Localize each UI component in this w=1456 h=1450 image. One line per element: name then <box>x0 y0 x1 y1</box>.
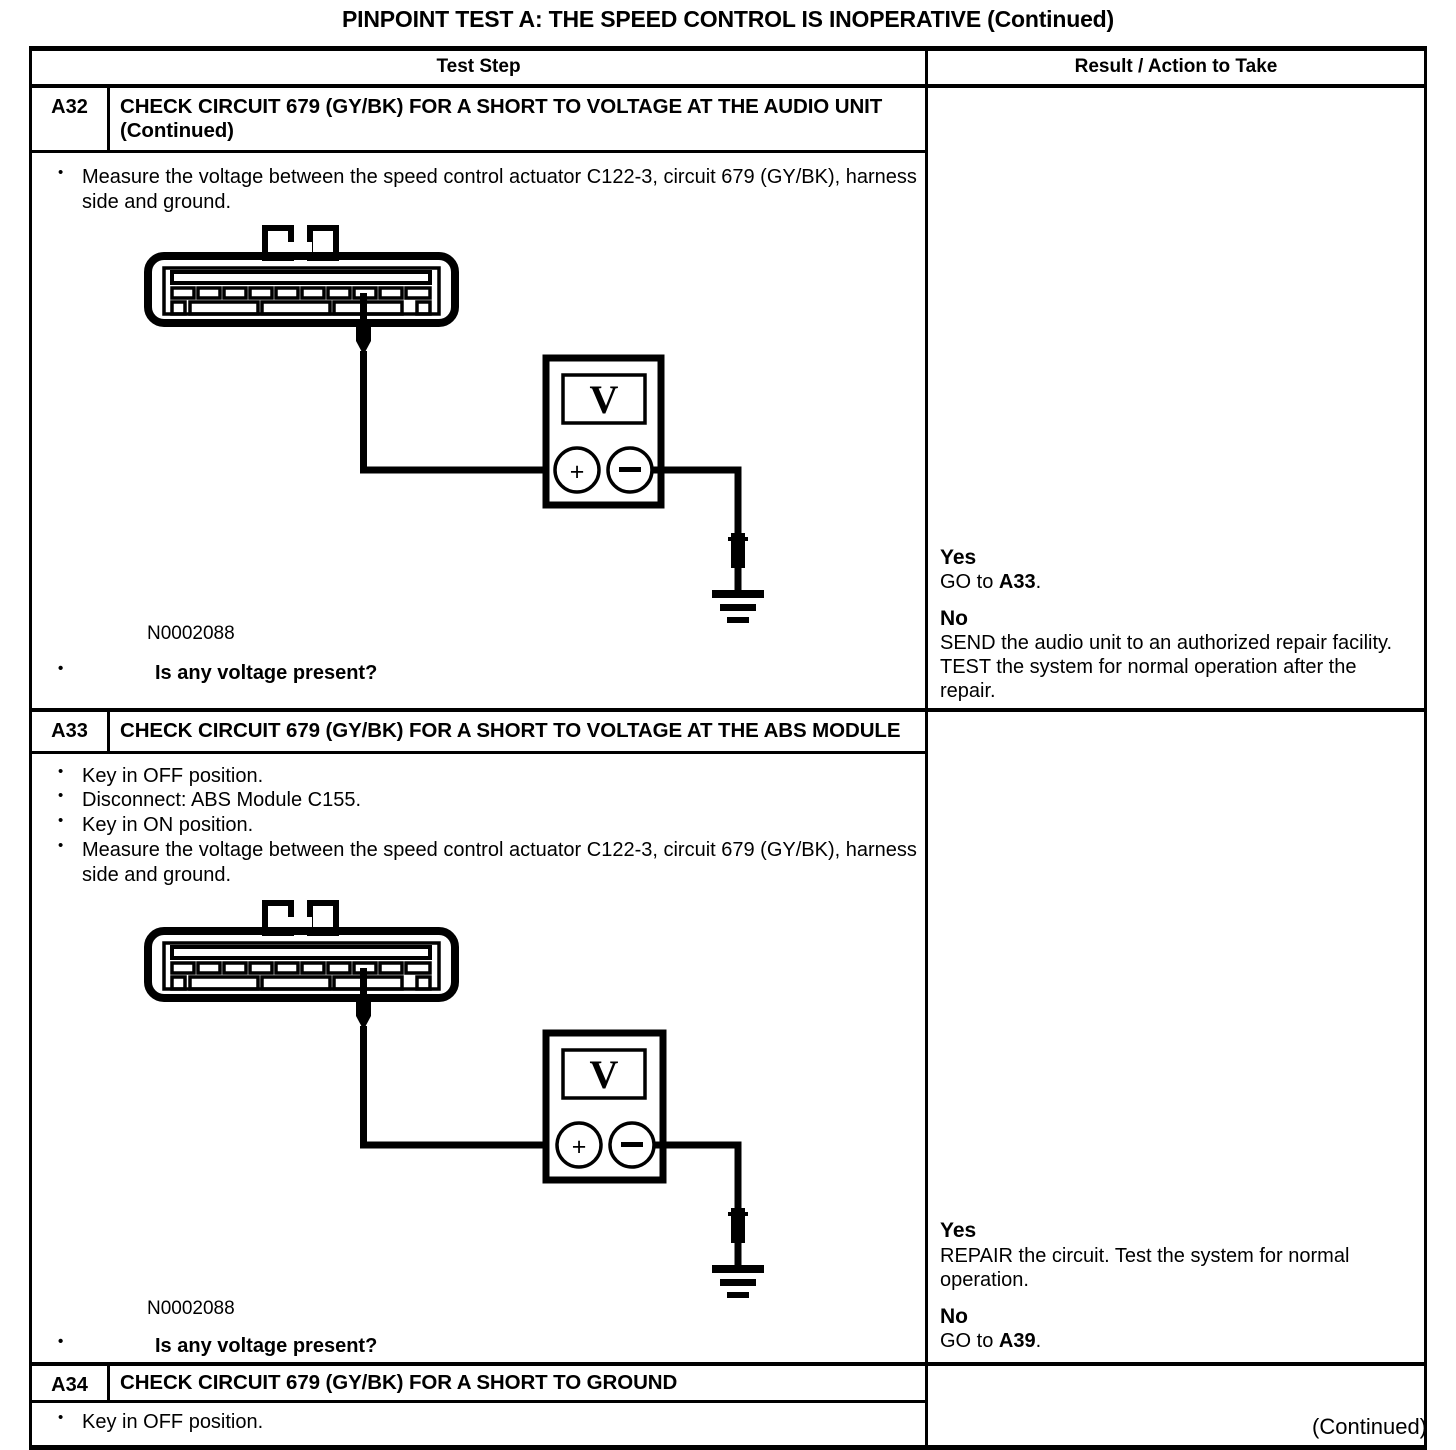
result-label-no: No <box>940 607 968 631</box>
part-number-a32: N0002088 <box>147 622 235 644</box>
result-text-no-lead: GO to <box>940 1329 999 1352</box>
step-body-a34: Key in OFF position. <box>32 1403 925 1445</box>
list-item: Key in ON position. <box>32 812 925 838</box>
table-row: A34 CHECK CIRCUIT 679 (GY/BK) FOR A SHOR… <box>32 1365 1424 1445</box>
result-ref-no: A39 <box>998 1329 1036 1352</box>
step-heading-a32: CHECK CIRCUIT 679 (GY/BK) FOR A SHORT TO… <box>120 95 883 143</box>
probe-wire <box>360 350 546 474</box>
result-text-no: SEND the audio unit to an authorized rep… <box>940 632 1393 703</box>
step-id-a34: A34 <box>32 1365 110 1400</box>
wiring-diagram-svg: V + <box>144 899 764 1298</box>
test-step-cell-a33: A33 CHECK CIRCUIT 679 (GY/BK) FOR A SHOR… <box>32 712 925 1361</box>
result-ref-yes: A33 <box>998 571 1036 594</box>
step-body-a32: Measure the voltage between the speed co… <box>32 153 925 708</box>
step-id-a32: A32 <box>32 88 110 151</box>
step-heading-a33: CHECK CIRCUIT 679 (GY/BK) FOR A SHORT TO… <box>120 719 901 743</box>
test-diagram-a33: V + <box>32 898 925 1298</box>
list-item: Disconnect: ABS Module C155. <box>32 787 925 813</box>
page-footer: (Continued) <box>1312 1414 1427 1439</box>
question-list-a32: Is any voltage present? <box>32 645 925 686</box>
column-header-test-step: Test Step <box>436 56 521 77</box>
question-list-a33: Is any voltage present? <box>32 1320 925 1359</box>
terminal-positive-label: + <box>570 458 585 486</box>
table-row: A33 CHECK CIRCUIT 679 (GY/BK) FOR A SHOR… <box>32 712 1424 1362</box>
test-probe-icon <box>356 292 371 355</box>
test-step-cell-a34: A34 CHECK CIRCUIT 679 (GY/BK) FOR A SHOR… <box>32 1365 925 1445</box>
part-number-a33: N0002088 <box>147 1297 235 1319</box>
instruction-list-a32: Measure the voltage between the speed co… <box>32 153 925 215</box>
voltmeter-icon: V + <box>542 1029 667 1184</box>
result-tail-no: . <box>1035 1329 1042 1352</box>
list-item: Measure the voltage between the speed co… <box>32 837 925 888</box>
list-item: Key in OFF position. <box>32 1409 925 1435</box>
step-heading-a34: CHECK CIRCUIT 679 (GY/BK) FOR A SHORT TO… <box>120 1370 678 1394</box>
result-text-yes-lead: GO to <box>940 571 999 594</box>
ground-symbol-icon <box>712 532 764 623</box>
result-cell-a32: Yes GO to A33. No SEND the audio unit to… <box>925 88 1424 709</box>
ground-wire <box>652 466 742 543</box>
terminal-negative-label <box>621 1141 643 1147</box>
ground-wire <box>654 1141 742 1218</box>
harness-connector-icon <box>144 899 459 1002</box>
column-header-result-action: Result / Action to Take <box>925 51 1424 84</box>
step-id-a33: A33 <box>32 712 110 751</box>
table-header-row: Test Step Result / Action to Take <box>32 51 1424 88</box>
instruction-list-a34: Key in OFF position. <box>32 1403 925 1435</box>
test-probe-icon <box>356 967 371 1030</box>
test-step-cell-a32: A32 CHECK CIRCUIT 679 (GY/BK) FOR A SHOR… <box>32 88 925 708</box>
result-tail-yes: . <box>1035 571 1042 594</box>
test-diagram-a32: V + <box>32 223 925 623</box>
result-content-a33: Yes REPAIR the circuit. Test the system … <box>940 1219 1416 1352</box>
result-label-yes: Yes <box>940 1219 977 1243</box>
step-body-a33: Key in OFF position. Disconnect: ABS Mod… <box>32 754 925 1362</box>
result-text-yes: GO to A33. <box>940 570 1416 594</box>
pinpoint-test-table: Test Step Result / Action to Take A32 CH… <box>29 46 1427 1450</box>
question-a33: Is any voltage present? <box>32 1333 925 1359</box>
probe-wire <box>360 1025 546 1149</box>
step-title-a34: A34 CHECK CIRCUIT 679 (GY/BK) FOR A SHOR… <box>32 1365 925 1403</box>
meter-display-value: V <box>590 377 619 422</box>
meter-display-value: V <box>590 1052 619 1097</box>
result-cell-a34 <box>925 1365 1424 1445</box>
list-item: Measure the voltage between the speed co… <box>32 164 925 215</box>
result-text-no: GO to A39. <box>940 1329 1416 1353</box>
step-title-a33: A33 CHECK CIRCUIT 679 (GY/BK) FOR A SHOR… <box>32 712 925 754</box>
harness-connector-icon <box>144 224 459 327</box>
terminal-positive-label: + <box>572 1133 587 1161</box>
ground-symbol-icon <box>712 1207 764 1298</box>
result-cell-a33: Yes REPAIR the circuit. Test the system … <box>925 712 1424 1362</box>
list-item: Key in OFF position. <box>32 763 925 789</box>
question-a32: Is any voltage present? <box>32 660 925 686</box>
voltmeter-icon: V + <box>542 354 665 509</box>
wiring-diagram-svg: V + <box>144 224 764 623</box>
terminal-negative-label <box>619 466 641 472</box>
result-label-yes: Yes <box>940 546 977 569</box>
result-text-yes: REPAIR the circuit. Test the system for … <box>940 1244 1350 1291</box>
step-title-a32: A32 CHECK CIRCUIT 679 (GY/BK) FOR A SHOR… <box>32 88 925 154</box>
result-label-no: No <box>940 1304 968 1328</box>
page-title: PINPOINT TEST A: THE SPEED CONTROL IS IN… <box>342 6 1114 32</box>
result-content-a32: Yes GO to A33. No SEND the audio unit to… <box>940 546 1416 703</box>
table-row: A32 CHECK CIRCUIT 679 (GY/BK) FOR A SHOR… <box>32 88 1424 709</box>
instruction-list-a33: Key in OFF position. Disconnect: ABS Mod… <box>32 754 925 888</box>
